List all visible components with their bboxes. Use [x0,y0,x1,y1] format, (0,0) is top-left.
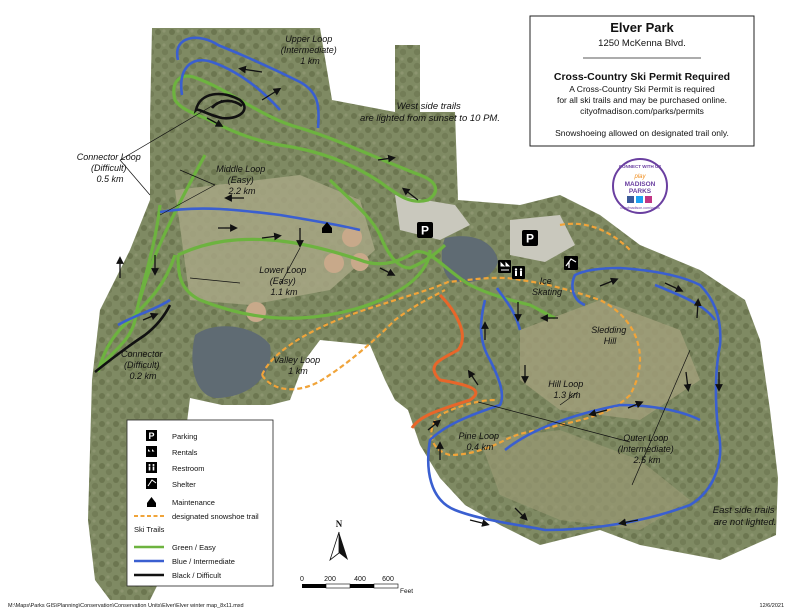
green-trails [96,74,556,373]
lower-loop-label: Lower Loop (Easy) 1.1 km [259,265,309,297]
scale-bar: 0 200 400 600 Feet [300,576,413,595]
badge-play: play [633,174,646,180]
play-madison-parks-badge[interactable]: CONNECT WITH US play MADISON PARKS cityo… [612,152,668,216]
scale-tick-600: 600 [382,576,394,583]
park-title: Elver Park [610,20,674,35]
badge-bottom-text: cityofmadison.com/parks [620,206,660,210]
footer-date: 12/6/2021 [760,603,784,609]
rentals-icon [498,260,511,273]
legend-snowshoe: designated snowshoe trail [172,512,259,521]
sledding-hill-label: Sledding Hill [591,325,629,346]
svg-text:P: P [526,232,534,246]
scale-unit: Feet [400,588,413,595]
legend-ski-heading: Ski Trails [134,525,165,534]
parking-icon-west: P [417,222,433,238]
badge-parks: PARKS [629,188,652,195]
blue-trails [117,36,722,532]
snowshoe-note: Snowshoeing allowed on designated trail … [555,128,729,138]
legend-rentals: Rentals [172,448,198,457]
shelter-icon [564,256,578,270]
east-lighting-note: East side trails are not lighted. [713,505,777,528]
upper-loop-label: Upper Loop (Intermediate) 1 km [281,34,340,66]
legend-green: Green / Easy [172,543,216,552]
connector-label: Connector (Difficult) 0.2 km [121,349,165,381]
pine-loop-label: Pine Loop 0.4 km [458,431,501,452]
hill-loop-label: Hill Loop 1.3 km [548,379,586,400]
trail-arrows [116,65,723,527]
ball-diamond-2 [324,253,344,273]
legend-maintenance: Maintenance [172,498,215,507]
ball-diamond-1 [342,227,362,247]
svg-text:P: P [421,224,429,238]
orange-trail [410,293,478,429]
middle-loop-label: Middle Loop (Easy) 2.2 km [216,164,268,196]
open-field-east [520,300,700,420]
open-field-south [480,430,690,530]
snowshoe-trail [260,222,642,457]
instagram-icon[interactable] [645,196,652,203]
parking-lot-east [510,215,575,262]
scale-tick-400: 400 [354,576,366,583]
legend-parking: Parking [172,432,197,441]
outer-loop-label: Outer Loop (Intermediate) 2.5 km [618,433,677,465]
black-trails [94,92,246,374]
permit-line-2: for all ski trails and may be purchased … [557,95,727,105]
svg-text:N: N [336,519,343,529]
maintenance-icon [322,222,332,233]
footer-path: M:\Maps\Parks GIS\Planning\Conservation\… [8,603,244,609]
north-arrow-icon: N [329,519,348,562]
badge-madison: MADISON [625,181,656,188]
leader-lines [119,99,691,486]
ball-diamond-4 [246,302,266,322]
parking-lot-area [395,195,470,240]
legend-restroom: Restroom [172,464,205,473]
permit-url[interactable]: cityofmadison.com/parks/permits [580,106,704,116]
ice-skating-label: Ice Skating [532,276,562,297]
park-address: 1250 McKenna Blvd. [598,38,686,49]
permit-line-1: A Cross-Country Ski Permit is required [569,84,715,94]
title-box: Elver Park 1250 McKenna Blvd. Cross-Coun… [529,15,755,147]
badge-top-text: CONNECT WITH US [619,164,662,169]
svg-text:P: P [148,431,154,441]
scale-tick-0: 0 [300,576,304,583]
connector-loop-label: Connector Loop (Difficult) 0.5 km [77,152,144,184]
facebook-icon[interactable] [627,196,634,203]
permit-heading: Cross-Country Ski Permit Required [554,71,730,83]
scale-tick-200: 200 [324,576,336,583]
valley-loop-label: Valley Loop 1 km [273,355,322,376]
legend-blue: Blue / Intermediate [172,557,235,566]
map-legend: P Parking Rentals Restroom Shelter Maint… [126,419,274,587]
restroom-icon [512,266,525,279]
pond-west [192,326,271,398]
twitter-icon[interactable] [636,196,643,203]
parking-icon-east: P [522,230,538,246]
west-lighting-note: West side trails are lighted from sunset… [360,101,500,124]
legend-shelter: Shelter [172,480,196,489]
pond-ice [441,236,498,283]
legend-black: Black / Difficult [172,571,222,580]
